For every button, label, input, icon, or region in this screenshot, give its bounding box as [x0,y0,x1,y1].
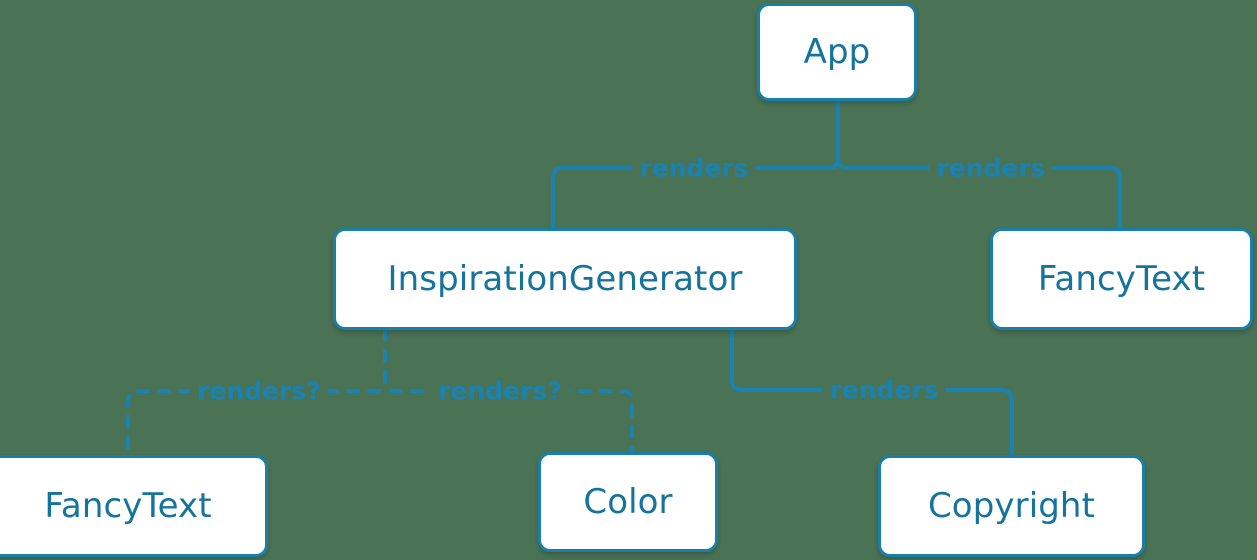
edge-label-inspiration-generator-fancytext-bottom: renders? [190,378,328,404]
node-color[interactable]: Color [538,452,718,552]
node-fancytext-right-label: FancyText [1037,259,1206,299]
edge-label-app-fancytext-right: renders [929,155,1053,181]
node-copyright[interactable]: Copyright [878,455,1145,557]
node-copyright-label: Copyright [927,486,1096,526]
node-fancytext-bottom-label: FancyText [44,486,212,526]
node-app-label: App [803,32,871,72]
node-app[interactable]: App [757,3,917,101]
edge-label-app-inspiration-generator: renders [632,155,756,181]
node-inspiration-generator-label: InspirationGenerator [387,259,743,299]
edge-label-inspiration-generator-color: renders? [431,378,569,404]
edge-label-inspiration-generator-copyright: renders [822,377,946,403]
node-fancytext-right[interactable]: FancyText [990,228,1253,330]
node-fancytext-bottom[interactable]: FancyText [0,455,268,557]
node-inspiration-generator[interactable]: InspirationGenerator [333,228,797,330]
node-color-label: Color [583,482,673,522]
edge-inspiration-generator-fancytext-bottom [126,328,387,457]
